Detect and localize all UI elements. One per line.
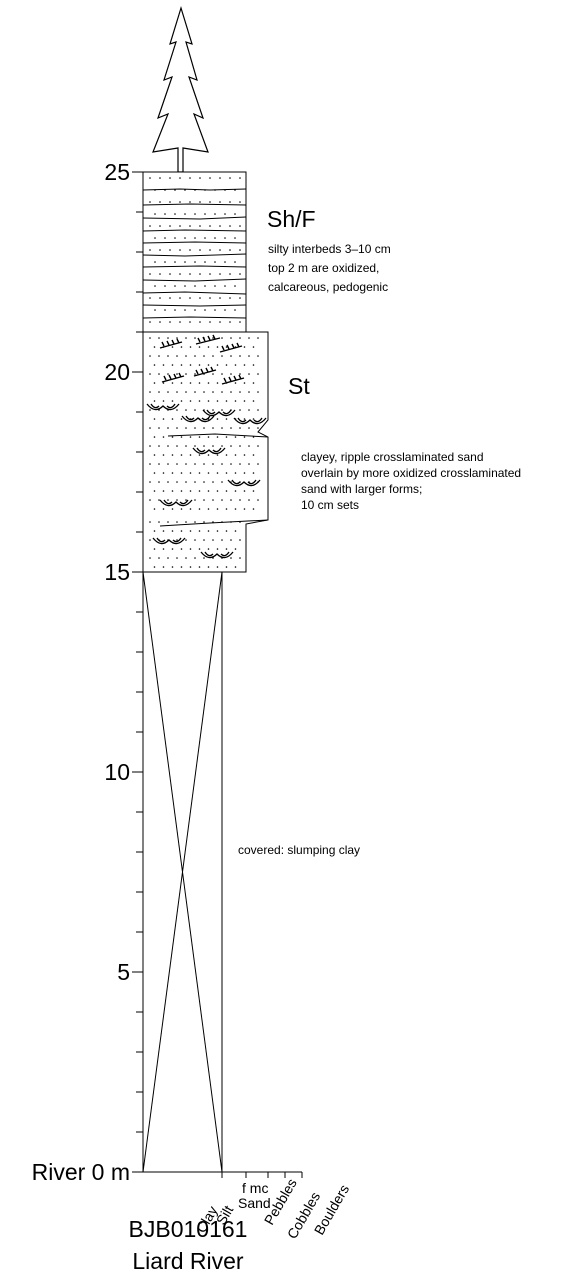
- unit-st-description-line: clayey, ripple crosslaminated sand: [301, 450, 484, 464]
- axis-tick-label: 25: [104, 159, 130, 185]
- unit-sh-f-description-line: calcareous, pedogenic: [268, 280, 388, 294]
- axis-tick-label: 10: [104, 759, 130, 785]
- axis-tick-label: 15: [104, 559, 130, 585]
- tree-icon: [152, 5, 209, 173]
- covered-note: covered: slumping clay: [238, 843, 360, 857]
- section-id: BJB010161: [129, 1216, 248, 1242]
- grain-label-sand: Sand: [238, 1195, 271, 1211]
- unit-code-st: St: [288, 373, 310, 399]
- unit-code-sh-f: Sh/F: [267, 206, 316, 232]
- unit-st-description-line: sand with larger forms;: [301, 482, 422, 496]
- ripple-lamination-icon: [159, 334, 245, 385]
- grain-size-scale: [143, 1171, 303, 1178]
- trough-crossbed-icon: [146, 403, 267, 559]
- axis-tick-label: 20: [104, 359, 130, 385]
- covered-interval: [142, 571, 223, 1173]
- unit-sh-f-description-line: silty interbeds 3–10 cm: [268, 242, 391, 256]
- unit-st-description-line: overlain by more oxidized crosslaminated: [301, 466, 521, 480]
- unit-sh-f-description-line: top 2 m are oxidized,: [268, 261, 379, 275]
- grain-label-boulders: Boulders: [311, 1182, 352, 1238]
- axis-tick-label: 5: [117, 959, 130, 985]
- unit-st-description-line: 10 cm sets: [301, 498, 359, 512]
- grain-label-sand-subdivisions: f mc: [242, 1180, 268, 1196]
- depth-axis: [132, 171, 144, 1173]
- axis-tick-label: River 0 m: [32, 1159, 130, 1185]
- unit-sh-f-column: [142, 171, 247, 333]
- section-location: Liard River: [132, 1248, 244, 1274]
- unit-st-column: [142, 331, 269, 573]
